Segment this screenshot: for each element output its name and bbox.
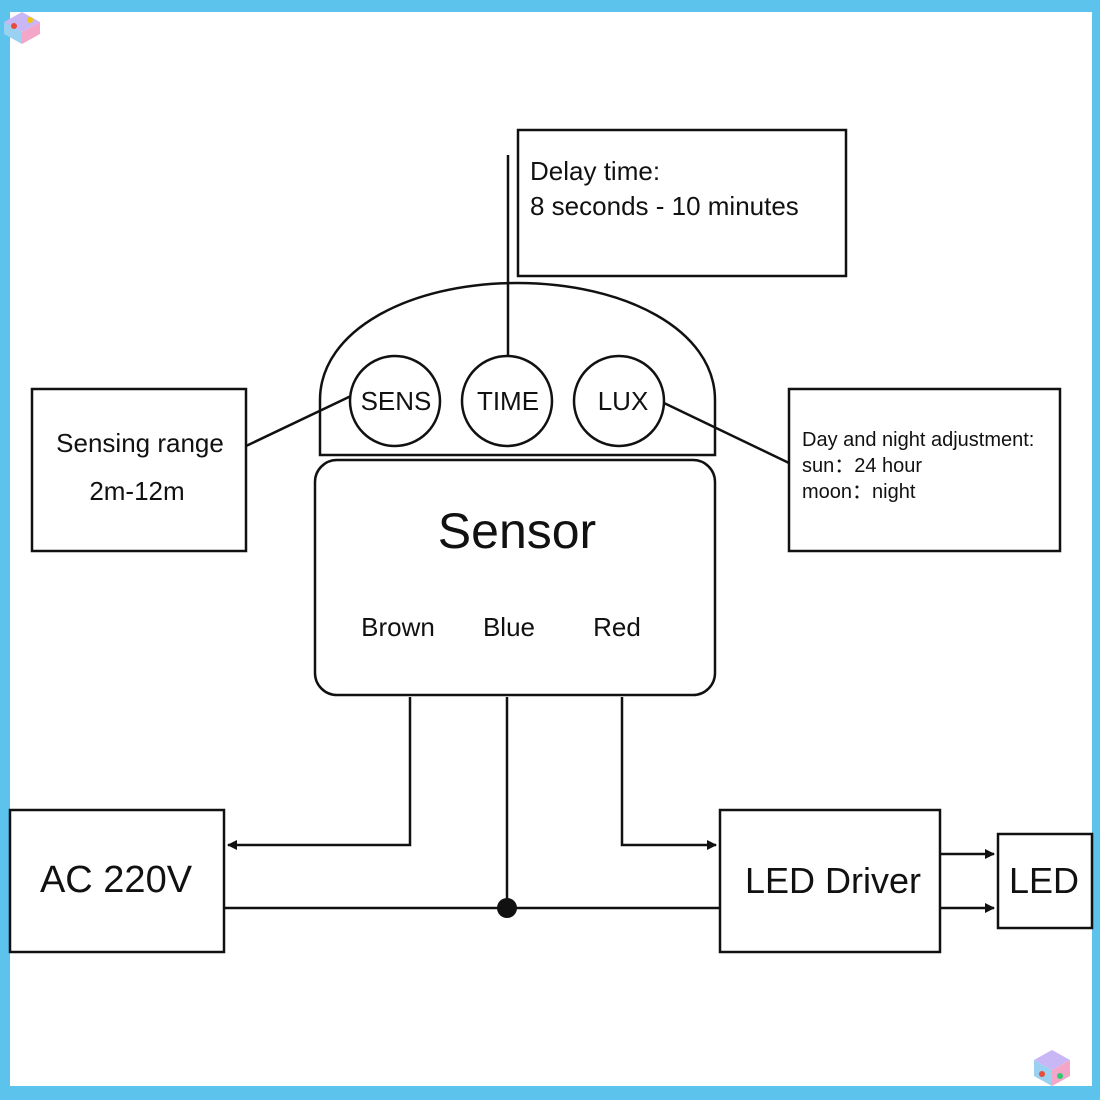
led-box: LED	[996, 832, 1094, 930]
corner-cube-icon	[1034, 1050, 1070, 1086]
lux-knob[interactable]: LUX	[572, 354, 666, 448]
time-knob-label: TIME	[477, 386, 539, 416]
day-night-title: Day and night adjustment:	[802, 429, 1034, 451]
delay-time-box: Delay time: 8 seconds - 10 minutes	[516, 128, 848, 278]
red-wire	[620, 697, 717, 850]
day-night-sun: sun：24 hour	[802, 455, 922, 477]
sensor-body: Sensor Brown Blue Red	[313, 458, 717, 697]
delay-time-label: Delay time:	[530, 156, 660, 186]
wire-label-brown: Brown	[361, 612, 435, 642]
ac-220v-label: AC 220V	[40, 859, 193, 901]
wire-label-red: Red	[593, 612, 641, 642]
junction-dot	[497, 898, 517, 918]
day-night-box: Day and night adjustment: sun：24 hour mo…	[787, 387, 1062, 553]
led-label: LED	[1009, 860, 1079, 901]
day-night-moon: moon：night	[802, 481, 916, 503]
sens-pointer-line	[245, 394, 352, 448]
delay-time-range: 8 seconds - 10 minutes	[530, 191, 799, 221]
sensing-range-box: Sensing range 2m-12m	[30, 387, 248, 553]
sensing-range-value: 2m-12m	[89, 476, 184, 506]
sensing-range-label: Sensing range	[56, 428, 224, 458]
wire-label-blue: Blue	[483, 612, 535, 642]
brown-wire	[227, 697, 412, 850]
led-driver-label: LED Driver	[745, 860, 921, 901]
lux-knob-label: LUX	[598, 386, 649, 416]
sens-knob-label: SENS	[361, 386, 432, 416]
corner-cube-icon	[4, 12, 40, 44]
ac-220v-box: AC 220V	[8, 808, 226, 954]
sensor-dome	[318, 281, 717, 457]
time-knob[interactable]: TIME	[460, 354, 554, 448]
led-driver-box: LED Driver	[718, 808, 942, 954]
diagram-frame: Delay time: 8 seconds - 10 minutes SENS …	[8, 12, 1094, 1086]
sensor-title: Sensor	[438, 503, 596, 559]
lux-pointer-line	[663, 401, 790, 465]
sens-knob[interactable]: SENS	[348, 354, 442, 448]
